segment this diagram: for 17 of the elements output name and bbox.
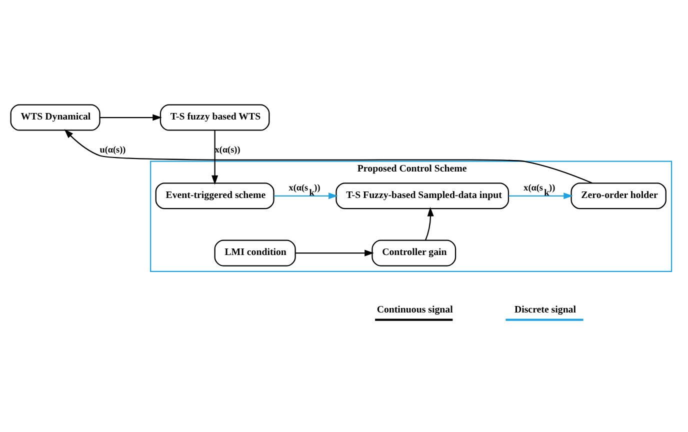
arrow <box>100 114 162 121</box>
arrow <box>212 130 218 185</box>
node-box: Zero-order holder <box>570 182 666 210</box>
arrow <box>508 192 573 200</box>
node-box: WTS Dynamical <box>10 104 100 131</box>
node-box: LMI condition <box>214 240 296 266</box>
legend-label: Discrete signal <box>514 304 576 316</box>
arrow <box>424 206 434 240</box>
node-box: Controller gain <box>372 240 456 266</box>
arrow <box>295 250 374 256</box>
node-box: Event-triggered scheme <box>155 182 274 210</box>
node-box: T-S fuzzy based WTS <box>160 104 270 131</box>
legend-label: Continuous signal <box>376 304 453 316</box>
arrow <box>64 129 593 184</box>
arrow <box>274 192 338 200</box>
edge-label: u(α(s)) <box>100 144 126 154</box>
node-box: T-S Fuzzy-based Sampled-data input <box>336 182 510 210</box>
